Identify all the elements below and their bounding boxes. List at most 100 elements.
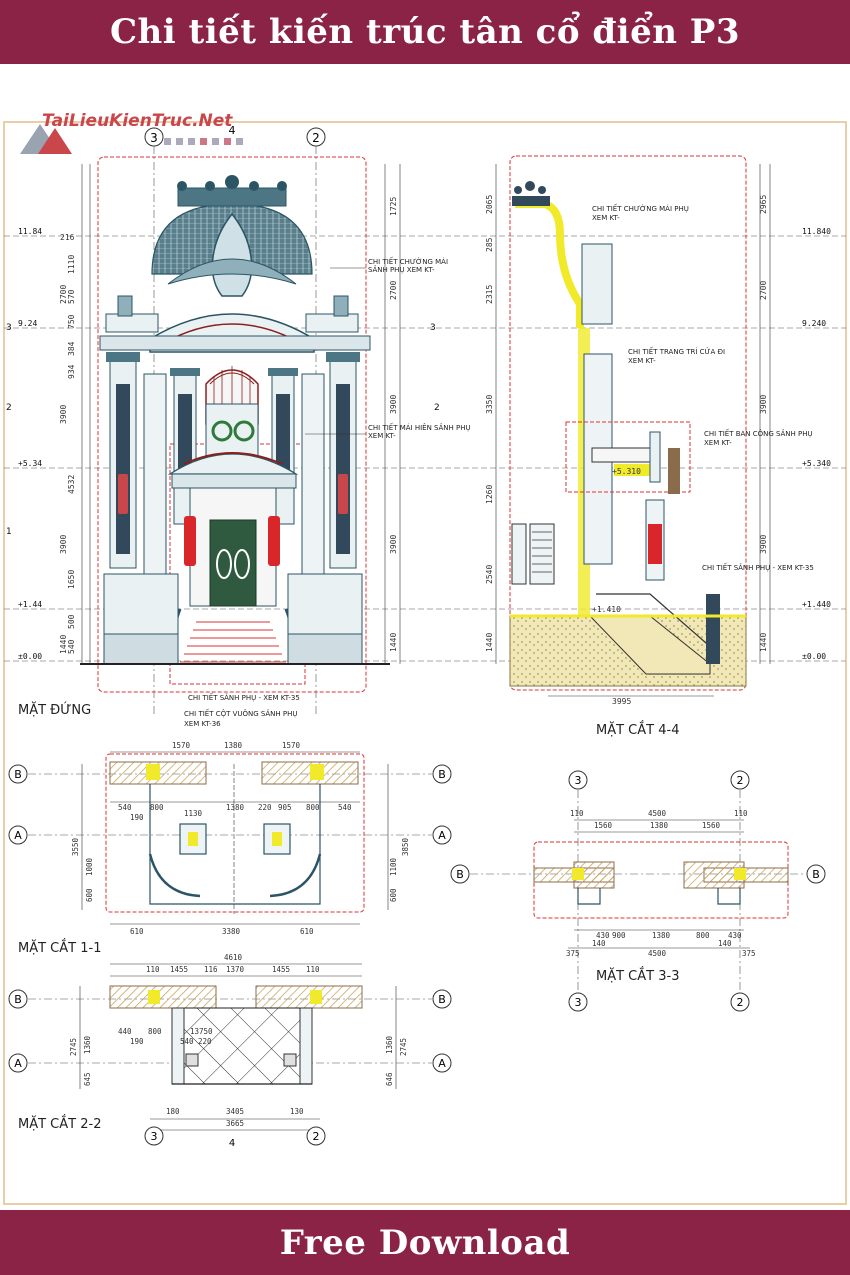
dim-s33-bottom-7: 375: [566, 949, 580, 958]
grid-s11-B-right: B: [438, 768, 446, 781]
dim-s33-bottom-0: 430: [596, 931, 610, 940]
dim-s11-row-8: 540: [338, 803, 352, 812]
level-right-4: ±0.00: [802, 652, 826, 661]
dim-s44-right-4: 1440: [759, 633, 768, 652]
dim-s22-row-0: 440: [118, 1027, 132, 1036]
grid-s22-4: 4: [229, 1138, 235, 1149]
dim-s44-right-0: 2965: [759, 195, 768, 214]
download-banner[interactable]: Free Download: [0, 1210, 850, 1275]
dim-front-right-2: 3900: [389, 395, 398, 414]
dim-s22-top-5: 1455: [272, 965, 290, 974]
note-front-roof-1: CHI TIẾT CHƯỜNG MÁI: [368, 256, 448, 266]
level-left-4: ±0.00: [18, 652, 42, 661]
axis-left-2: 2: [6, 403, 12, 413]
dim-front-right-4: 1440: [389, 633, 398, 652]
dim-front-left-9: 4532: [67, 475, 76, 494]
level-s44-upper: +5.310: [612, 467, 641, 476]
level-left-0: 11.84: [18, 227, 42, 236]
dim-front-left-11: 1650: [67, 570, 76, 589]
dim-s22-left-2: 645: [83, 1072, 92, 1086]
axis-left-1: 1: [6, 527, 12, 537]
dim-s22-bottom-3: 3665: [226, 1119, 244, 1128]
dim-front-left-4: 570: [67, 289, 76, 304]
section-3-3: 3 2 3 2 B B 110 4500 110 156: [450, 770, 826, 1012]
dim-s22-bottom-2: 130: [290, 1107, 304, 1116]
dim-s44-bottom: 3995: [612, 697, 631, 706]
dim-s22-right-2: 646: [385, 1072, 394, 1086]
grid-s22-A-left: A: [14, 1057, 22, 1070]
view-title-section44: MẶT CẮT 4-4: [596, 721, 679, 738]
front-elevation: 3 2 4: [4, 124, 846, 728]
dim-s33-bottom-6: 140: [718, 939, 732, 948]
dim-s22-right-1: 1360: [385, 1035, 394, 1054]
view-title-section33: MẶT CẮT 3-3: [596, 967, 679, 984]
dim-s33-bottom-8: 4500: [648, 949, 667, 958]
dim-front-left-2: 1110: [67, 255, 76, 274]
dim-front-left-3: 2700: [59, 285, 68, 304]
note-s44-balcony-2: XEM KT-: [704, 439, 732, 447]
dim-front-left-12: 500: [67, 614, 76, 629]
dim-s33-top-2: 110: [734, 809, 748, 818]
dim-s44-left-2: 2315: [485, 285, 494, 304]
dim-front-left-7: 934: [67, 364, 76, 379]
dim-front-right-0: 1725: [389, 197, 398, 216]
grid-s22-3: 3: [151, 1130, 158, 1143]
grid-s11-A-left: A: [14, 829, 22, 842]
level-right-3: +1.440: [802, 600, 831, 609]
dim-s11-row-5: 905: [278, 803, 292, 812]
dim-s11-left-0: 3550: [71, 837, 80, 856]
dim-s22-bottom-1: 3405: [226, 1107, 244, 1116]
dim-front-left-6: 384: [67, 341, 76, 356]
dim-s22-top-3: 116: [204, 965, 218, 974]
dim-s33-top-3: 1560: [594, 821, 613, 830]
grid-s33-B-left: B: [456, 868, 464, 881]
view-title-front: MẶT ĐỨNG: [18, 702, 91, 718]
dim-s11-top-1: 1380: [224, 741, 243, 750]
dim-s22-row-1: 800: [148, 1027, 162, 1036]
dim-s11-right-1: 1100: [389, 857, 398, 876]
dim-s11-row-2: 1130: [184, 809, 203, 818]
watermark-logo: TaiLieuKienTruc.Net: [20, 111, 243, 154]
dim-s22-top-6: 110: [306, 965, 320, 974]
dim-front-left-8: 3900: [59, 405, 68, 424]
dim-s33-top-1: 4500: [648, 809, 667, 818]
level-right-0: 11.840: [802, 227, 831, 236]
dim-s22-row-5: 13750: [190, 1027, 213, 1036]
dim-s22-row-3: 540: [180, 1037, 194, 1046]
dim-s11-right-0: 3850: [401, 837, 410, 856]
dim-s22-left-1: 1360: [83, 1035, 92, 1054]
section-1-1: B B A A 1570 1380: [8, 741, 452, 956]
page-title: Chi tiết kiến trúc tân cổ điển P3: [110, 12, 740, 52]
dim-s22-row-2: 190: [130, 1037, 144, 1046]
dim-s44-right-1: 2700: [759, 281, 768, 300]
download-label[interactable]: Free Download: [279, 1222, 571, 1263]
dim-s11-row-4: 220: [258, 803, 272, 812]
note-s44-door-2: XEM KT-: [628, 357, 656, 365]
dim-front-right-1: 2700: [389, 281, 398, 300]
dim-s33-top-5: 1560: [702, 821, 721, 830]
dim-s44-right-2: 3900: [759, 395, 768, 414]
note-front-canopy-1: CHI TIẾT MÁI HIÊN SẢNH PHỤ: [368, 422, 471, 432]
dim-s11-bottom-2: 610: [300, 927, 314, 936]
grid-s22-B-right: B: [438, 993, 446, 1006]
grid-s11-B-left: B: [14, 768, 22, 781]
section-4-4: 2065 285 2315 3350 1260 2540 1440 2965 2…: [485, 155, 831, 738]
grid-s22-2: 2: [313, 1130, 320, 1143]
title-banner: Chi tiết kiến trúc tân cổ điển P3: [0, 0, 850, 64]
level-left-3: +1.44: [18, 600, 42, 609]
grid-s33-3-bottom: 3: [575, 996, 582, 1009]
dim-s11-left-2: 600: [85, 888, 94, 902]
dim-s22-bottom-0: 180: [166, 1107, 180, 1116]
drawing-sheet: TaiLieuKienTruc.Net 3 2 4: [0, 64, 850, 1210]
dim-s22-top-2: 1455: [170, 965, 188, 974]
dim-s11-bottom-0: 610: [130, 927, 144, 936]
dim-s33-bottom-3: 800: [696, 931, 710, 940]
dim-s22-row-4: 220: [198, 1037, 212, 1046]
drawing-canvas: TaiLieuKienTruc.Net 3 2 4: [3, 111, 847, 1205]
dim-s11-right-2: 600: [389, 888, 398, 902]
grid-s11-A-right: A: [438, 829, 446, 842]
dim-s11-left-1: 1000: [85, 857, 94, 876]
note-front-canopy-2: XEM KT-: [368, 432, 396, 440]
dim-s33-bottom-5: 140: [592, 939, 606, 948]
note-s44-roof-2: XEM KT-: [592, 214, 620, 222]
